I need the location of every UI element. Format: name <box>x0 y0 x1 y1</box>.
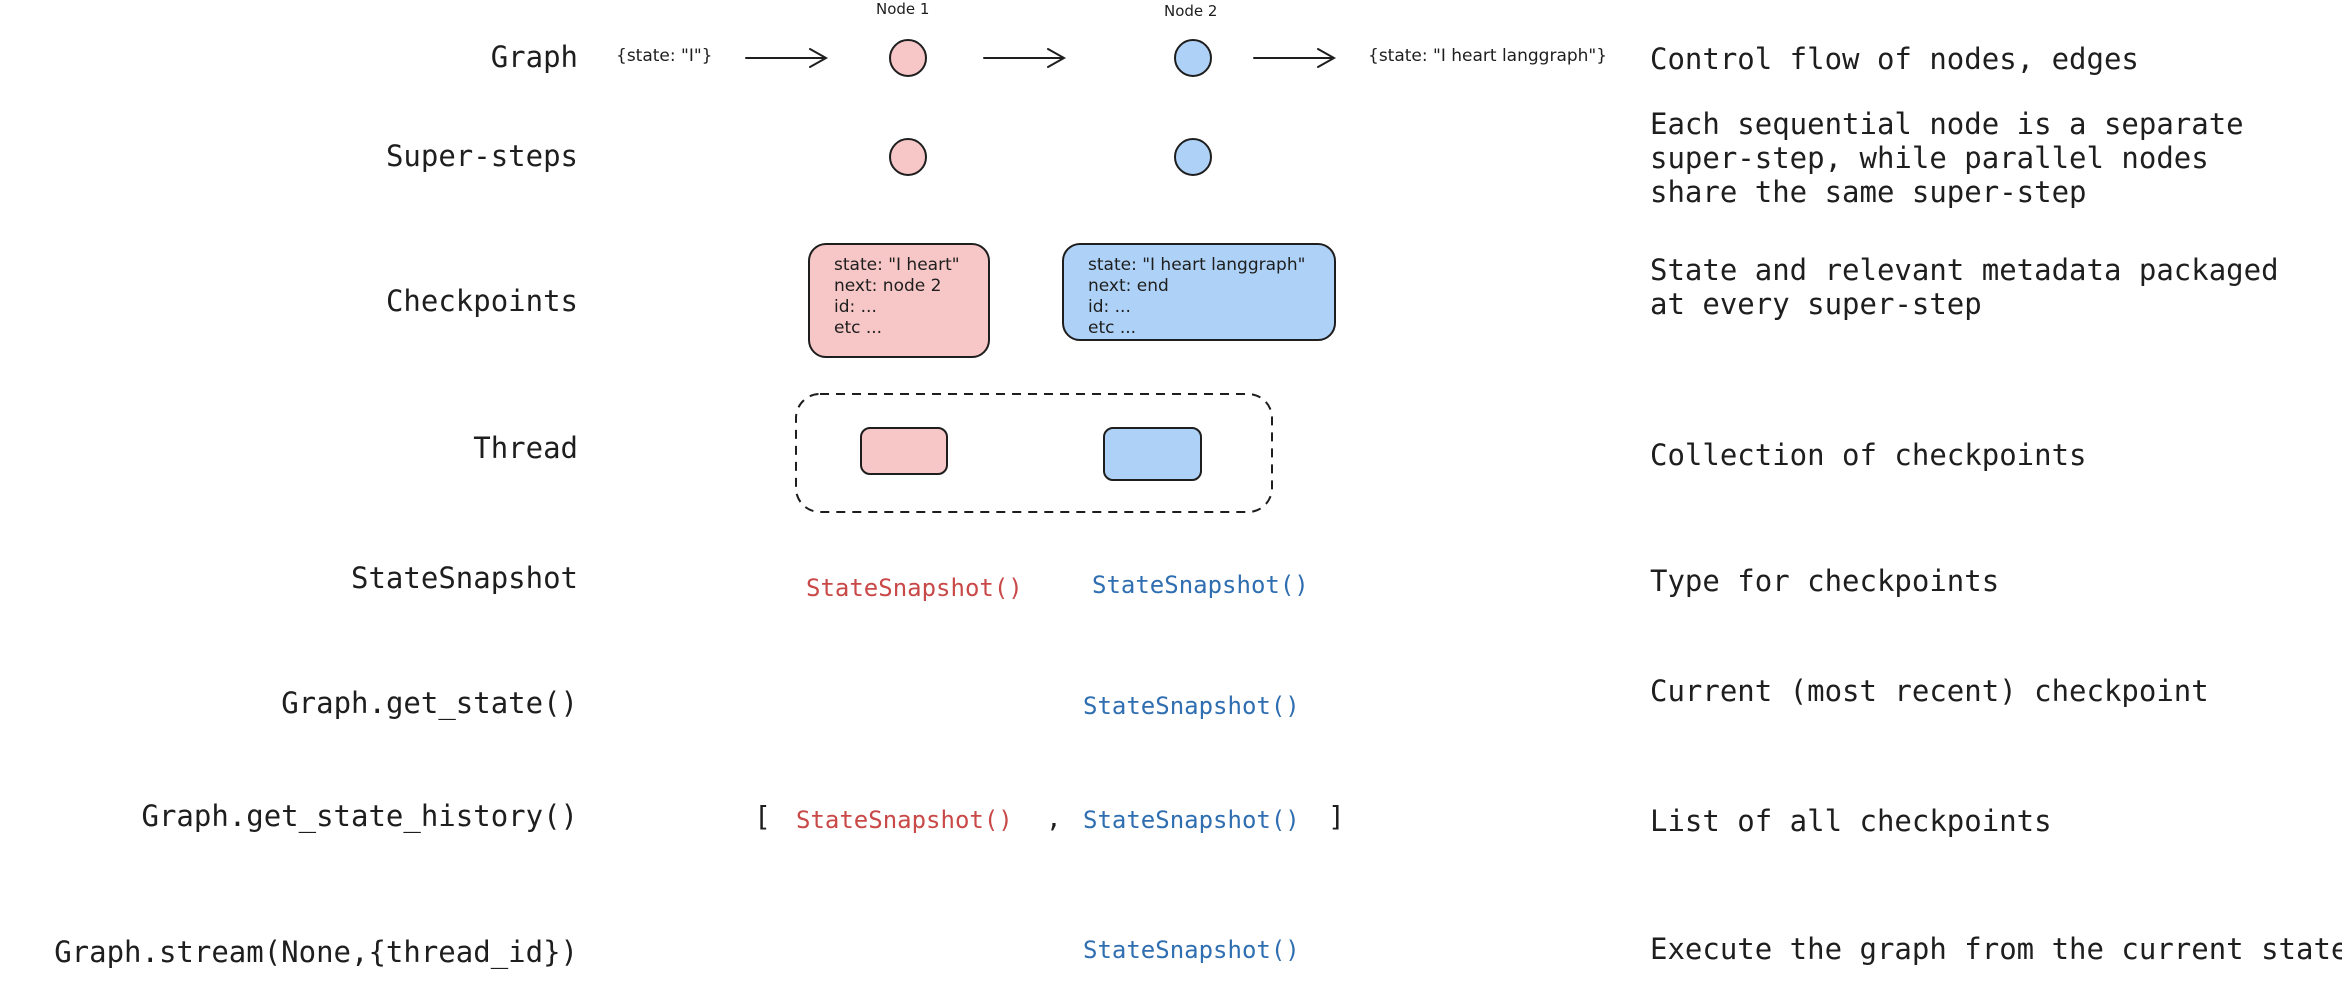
checkpoint2-line: etc ... <box>1088 318 1137 338</box>
row-label-graph: Graph <box>490 40 578 74</box>
desc-graph: Control flow of nodes, edges <box>1650 42 2139 76</box>
checkpoint2-line: state: "I heart langgraph" <box>1088 255 1306 275</box>
stream-result: StateSnapshot() <box>1083 936 1300 964</box>
checkpoint1-line: state: "I heart" <box>834 255 960 275</box>
desc-statesnapshot: Type for checkpoints <box>1650 564 2000 598</box>
graph-output-state: {state: "I heart langgraph"} <box>1368 46 1608 66</box>
arrow-node2-to-output <box>1253 48 1337 68</box>
row-label-get-state-history: Graph.get_state_history() <box>141 799 579 833</box>
thread-checkpoint2-box <box>1103 427 1202 481</box>
statesnapshot-node1: StateSnapshot() <box>806 574 1023 602</box>
history-open-bracket: [ <box>754 800 771 833</box>
row-label-statesnapshot: StateSnapshot <box>351 561 578 595</box>
row-label-stream: Graph.stream(None,{thread_id}) <box>54 935 578 969</box>
checkpoint2-line: id: ... <box>1088 297 1131 317</box>
thread-checkpoint1-box <box>860 427 948 475</box>
desc-supersteps-line: super-step, while parallel nodes <box>1650 141 2209 175</box>
desc-supersteps: Each sequential node is a separate super… <box>1650 107 2244 209</box>
desc-stream: Execute the graph from the current state <box>1650 932 2342 966</box>
checkpoint2-line: next: end <box>1088 276 1169 296</box>
checkpoint1-line: id: ... <box>834 297 877 317</box>
arrow-input-to-node1 <box>745 48 829 68</box>
superstep2-circle <box>1174 138 1212 176</box>
checkpoint2-card: state: "I heart langgraph" next: end id:… <box>1062 243 1336 341</box>
checkpoint1-card: state: "I heart" next: node 2 id: ... et… <box>808 243 990 358</box>
desc-get-state: Current (most recent) checkpoint <box>1650 674 2209 708</box>
row-label-checkpoints: Checkpoints <box>385 284 578 318</box>
desc-supersteps-line: Each sequential node is a separate <box>1650 107 2244 141</box>
history-item-node1: StateSnapshot() <box>796 806 1013 834</box>
checkpoint1-line: next: node 2 <box>834 276 942 296</box>
desc-supersteps-line: share the same super-step <box>1650 175 2087 209</box>
history-close-bracket: ] <box>1328 800 1345 833</box>
desc-checkpoints-line: at every super-step <box>1650 287 1982 321</box>
desc-get-state-history: List of all checkpoints <box>1650 804 2052 838</box>
history-item-node2: StateSnapshot() <box>1083 806 1300 834</box>
desc-thread: Collection of checkpoints <box>1650 438 2087 472</box>
history-comma: , <box>1046 804 1062 834</box>
arrow-node1-to-node2 <box>983 48 1067 68</box>
graph-input-state: {state: "I"} <box>616 46 713 66</box>
thread-container <box>795 393 1273 513</box>
node1-label: Node 1 <box>876 0 930 18</box>
get-state-result: StateSnapshot() <box>1083 692 1300 720</box>
row-label-thread: Thread <box>473 431 578 465</box>
node2-label: Node 2 <box>1164 2 1218 20</box>
desc-checkpoints: State and relevant metadata packaged at … <box>1650 253 2279 321</box>
desc-checkpoints-line: State and relevant metadata packaged <box>1650 253 2279 287</box>
node1-circle <box>889 39 927 77</box>
superstep1-circle <box>889 138 927 176</box>
node2-circle <box>1174 39 1212 77</box>
statesnapshot-node2: StateSnapshot() <box>1092 571 1309 599</box>
row-label-get-state: Graph.get_state() <box>281 686 578 720</box>
checkpoint1-line: etc ... <box>834 318 883 338</box>
row-label-supersteps: Super-steps <box>385 139 578 173</box>
